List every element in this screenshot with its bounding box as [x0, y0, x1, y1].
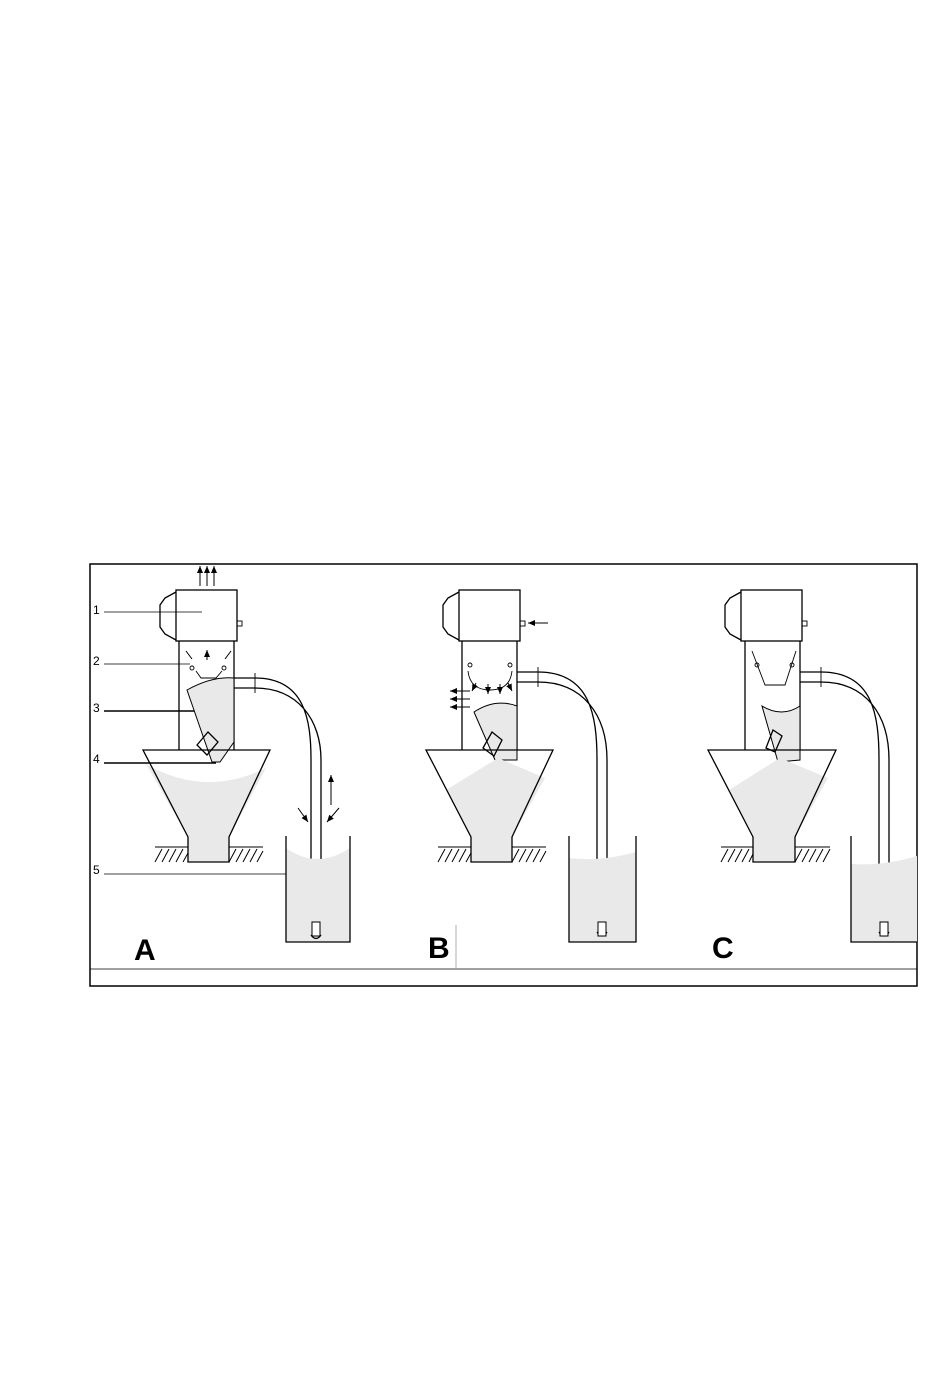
callout-3-label: 3	[93, 701, 100, 715]
receiving-hopper	[426, 750, 553, 862]
panel-letter-c: C	[712, 932, 734, 965]
panel-letter-a: A	[134, 934, 156, 967]
vacuum-motor	[160, 590, 242, 641]
pulse-arrows-icon	[450, 691, 470, 707]
callout-5-label: 5	[93, 863, 100, 877]
vacuum-motor	[725, 590, 807, 641]
separator-material	[474, 703, 517, 760]
filter	[468, 663, 512, 694]
filter	[752, 651, 796, 685]
panel-b: B	[426, 590, 636, 965]
callout-4-label: 4	[93, 752, 100, 766]
separator-material	[762, 706, 800, 762]
panel-a: A	[134, 566, 350, 967]
receiving-hopper	[708, 750, 836, 862]
filter	[186, 650, 231, 678]
panel-letter-b: B	[428, 932, 450, 965]
receiving-hopper	[143, 750, 270, 862]
vacuum-motor	[443, 590, 548, 641]
callout-1-label: 1	[93, 603, 100, 617]
panel-c: C	[708, 590, 917, 965]
exhaust-arrows-icon	[200, 566, 214, 586]
callout-2-label: 2	[93, 654, 100, 668]
